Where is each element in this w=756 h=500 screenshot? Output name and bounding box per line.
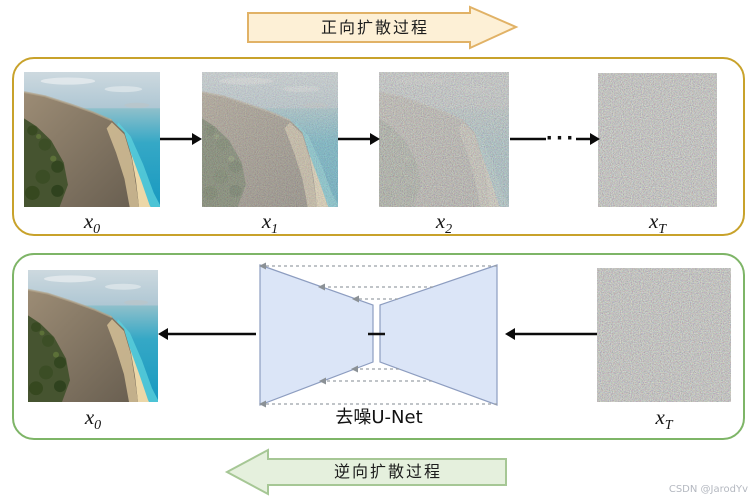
unet-encoder	[259, 264, 374, 406]
watermark: CSDN @JarodYv	[668, 484, 748, 495]
noise-image	[597, 268, 731, 402]
stage-label-x0-output: x0	[28, 404, 158, 434]
label-sub: 0	[93, 222, 101, 238]
label-base: x	[655, 405, 665, 429]
skip-arrowheads	[259, 262, 359, 408]
forward-banner-label: 正向扩散过程	[320, 18, 429, 37]
stage-image-x0	[24, 72, 160, 207]
skip-connections	[266, 265, 497, 405]
arrow-right-icon	[160, 133, 202, 145]
reverse-banner-label: 逆向扩散过程	[333, 462, 442, 481]
reverse-banner-arrow-icon	[224, 448, 507, 496]
stage-image-x2	[379, 72, 509, 207]
unet-diagram	[259, 262, 498, 408]
label-base: x	[435, 209, 446, 233]
noise-image	[598, 73, 717, 207]
ellipsis-dots: ···	[545, 127, 577, 149]
stage-label-xT: xT	[598, 208, 717, 238]
beach-photo	[24, 72, 160, 207]
arrow-left-icon	[158, 328, 256, 340]
label-base: x	[261, 209, 272, 233]
forward-banner-arrow-icon	[247, 5, 519, 50]
label-sub: T	[658, 222, 667, 238]
stage-label-x0: x0	[24, 208, 160, 238]
stage-image-xT	[598, 73, 717, 207]
beach-photo	[28, 270, 158, 402]
arrow-left-icon	[505, 328, 597, 340]
unet-label: 去噪U-Net	[335, 407, 423, 428]
label-base: x	[84, 405, 95, 429]
line-segment	[510, 137, 546, 141]
arrow-right-icon	[338, 133, 380, 145]
stage-label-x2: x2	[379, 208, 509, 238]
stage-image-xT-input	[597, 268, 731, 402]
unet-decoder	[379, 264, 498, 406]
noise-overlay-light	[202, 72, 338, 207]
stage-label-x1: x1	[202, 208, 338, 238]
arrow-right-icon	[576, 133, 600, 145]
stage-image-x0-output	[28, 270, 158, 402]
stage-image-x1	[202, 72, 338, 207]
label-sub: T	[664, 418, 673, 434]
noise-overlay-heavy	[379, 72, 509, 207]
stage-label-xT-input: xT	[597, 404, 731, 434]
label-base: x	[648, 209, 659, 233]
label-sub: 1	[271, 222, 279, 238]
label-base: x	[83, 209, 94, 233]
label-sub: 2	[445, 222, 453, 238]
label-sub: 0	[94, 418, 102, 434]
